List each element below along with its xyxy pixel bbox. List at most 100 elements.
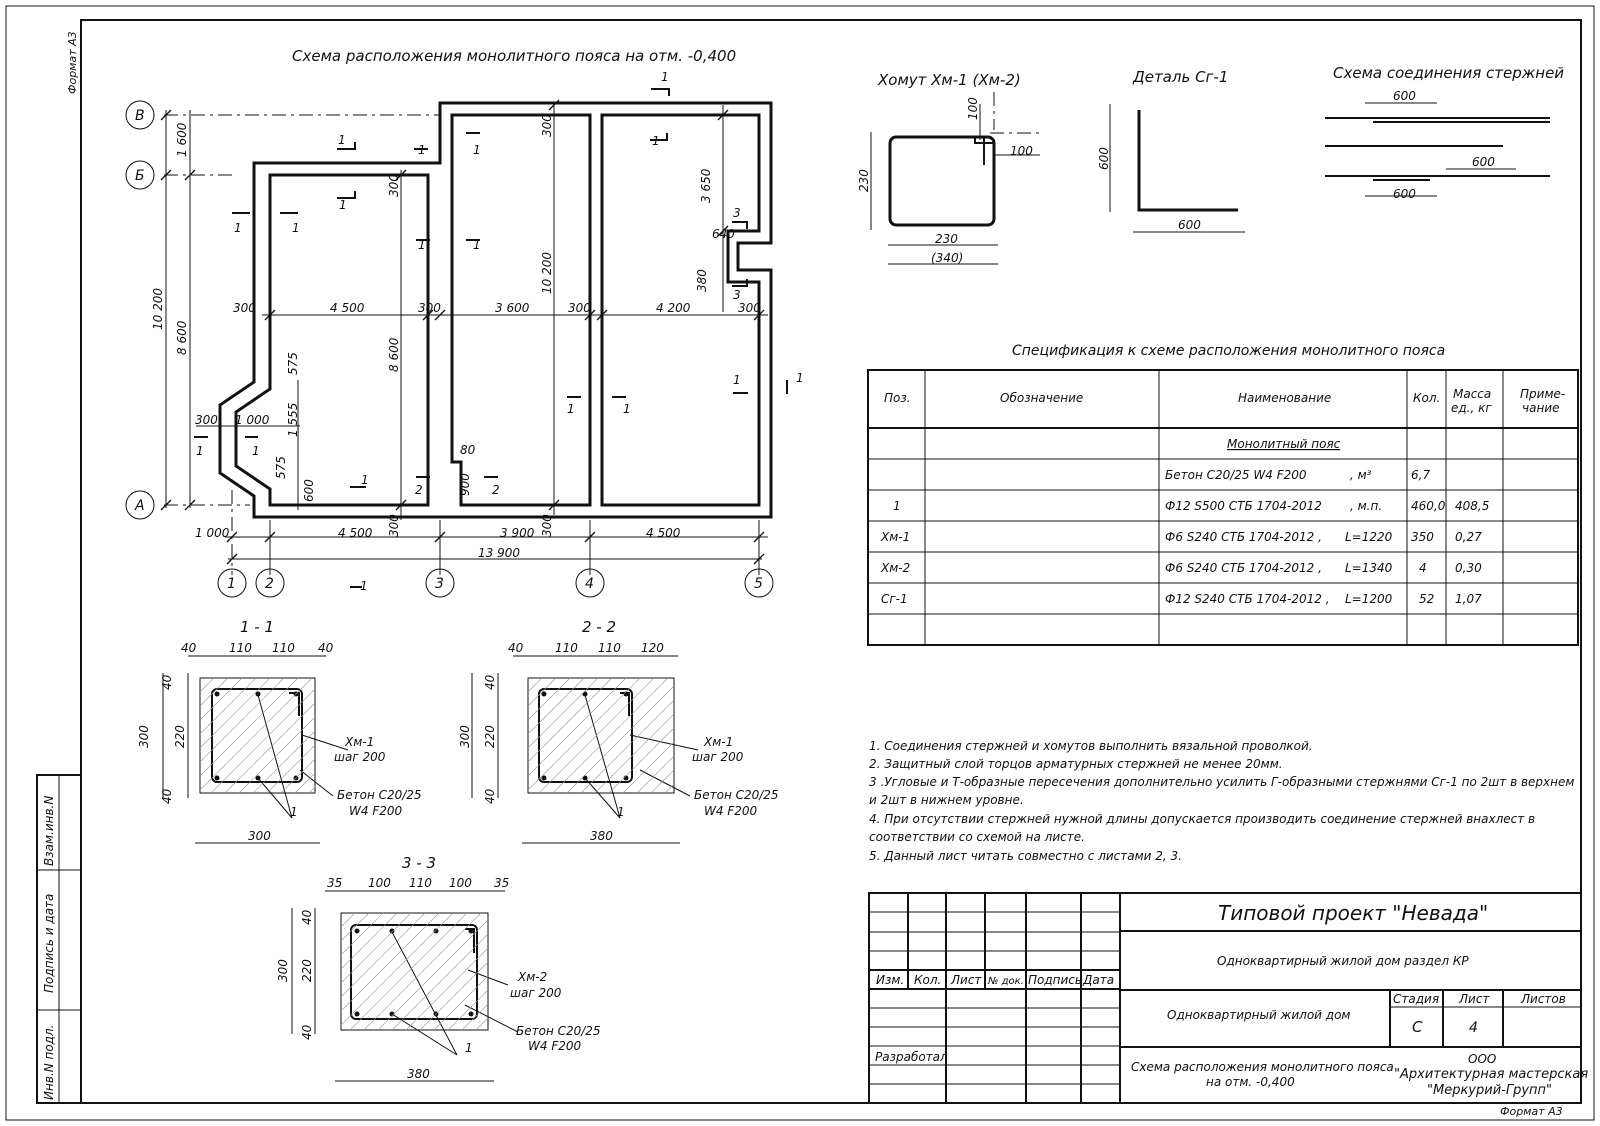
plan-dimensions: 1 600 8 600 10 200 300 4 500 300 3 600 3…: [151, 99, 768, 565]
svg-text:Подпись: Подпись: [1028, 973, 1082, 987]
concrete-hatch-line: [238, 716, 316, 794]
spec-cell-pos: Сг-1: [881, 592, 908, 606]
svg-text:100: 100: [1010, 144, 1033, 158]
concrete-hatch-line: [419, 961, 489, 1031]
concrete-hatch-line: [527, 677, 641, 791]
spec-cell-extra: L=1220: [1345, 530, 1393, 544]
side-label-inv: Инв.N подл.: [42, 1025, 56, 1100]
concrete-hatch-line: [340, 912, 412, 984]
svg-text:110: 110: [555, 641, 578, 655]
dim-300-bot-a: 300: [387, 514, 401, 537]
concrete-hatch-line: [664, 783, 675, 794]
note-4: 4. При отсутствии стержней нужной длины …: [869, 812, 1535, 826]
axis-label-2: 2: [265, 576, 274, 592]
svg-text:1: 1: [292, 221, 300, 235]
svg-text:1: 1: [733, 373, 741, 387]
svg-text:1: 1: [339, 198, 347, 212]
svg-text:1: 1: [796, 371, 804, 385]
joint-detail: 600 600 600: [1325, 89, 1550, 201]
concrete-hatch-line: [294, 772, 316, 794]
concrete-hatch-line: [527, 677, 557, 707]
svg-text:шаг 200: шаг 200: [334, 750, 386, 764]
svg-text:40: 40: [300, 909, 314, 925]
dim-80: 80: [460, 443, 476, 457]
concrete-hatch-line: [199, 677, 313, 791]
sheet-number: 4: [1469, 1020, 1478, 1036]
dim-575-top: 575: [286, 352, 300, 375]
format-label-top: Формат А3: [66, 31, 79, 94]
spec-cell-mass: 1,07: [1455, 592, 1482, 606]
svg-text:220: 220: [173, 725, 187, 748]
svg-text:1: 1: [473, 143, 481, 157]
dim-640: 640: [712, 227, 735, 241]
dim-4500-bottom-b: 4 500: [646, 526, 681, 540]
title-block: Изм. Кол. Лист № док. Подпись Дата Разра…: [868, 892, 1588, 1104]
org-line-2: "Архитектурная мастерская: [1394, 1067, 1588, 1082]
note-5: 5. Данный лист читать совместно с листам…: [869, 849, 1182, 863]
svg-text:Бетон С20/25: Бетон С20/25: [694, 788, 779, 802]
svg-text:600: 600: [1393, 89, 1416, 103]
svg-text:1: 1: [361, 473, 369, 487]
svg-text:600: 600: [1393, 187, 1416, 201]
concrete-hatch-line: [199, 677, 229, 707]
svg-text:35: 35: [327, 876, 342, 890]
concrete-hatch-line: [210, 688, 316, 794]
axis-label-A: А: [134, 498, 145, 514]
note-3: 3 .Угловые и Т-образные пересечения допо…: [869, 775, 1574, 789]
svg-text:120: 120: [641, 641, 664, 655]
svg-text:1: 1: [234, 221, 242, 235]
concrete-hatch-line: [340, 912, 454, 1026]
concrete-hatch-line: [340, 912, 398, 970]
concrete-hatch-line: [199, 677, 271, 749]
concrete-hatch-line: [538, 677, 655, 794]
axis-marker-5: [744, 568, 774, 598]
svg-text:600: 600: [1178, 218, 1201, 232]
svg-text:Лист: Лист: [1458, 992, 1490, 1006]
svg-text:2: 2: [415, 483, 423, 497]
dim-1000-left: 1 000: [235, 413, 270, 427]
clamp-title: Хомут Хм-1 (Хм-2): [877, 71, 1021, 89]
concrete-hatch-line: [461, 1003, 489, 1031]
svg-text:40: 40: [160, 788, 174, 804]
dim-380: 380: [695, 269, 709, 292]
svg-text:шаг 200: шаг 200: [692, 750, 744, 764]
joint-title: Схема соединения стержней: [1333, 64, 1564, 82]
svg-text:300: 300: [248, 829, 271, 843]
dim-300-top-a: 300: [387, 174, 401, 197]
svg-text:600: 600: [1472, 155, 1495, 169]
svg-text:шаг 200: шаг 200: [510, 986, 562, 1000]
svg-text:100: 100: [449, 876, 472, 890]
spec-header-designation: Обозначение: [1000, 391, 1083, 405]
spec-cell-name: Бетон С20/25 W4 F200: [1165, 468, 1307, 482]
svg-text:100: 100: [368, 876, 391, 890]
spec-table: Поз. Обозначение Наименование Кол. Масса…: [867, 369, 1579, 646]
dim-10200-left: 10 200: [151, 288, 165, 330]
spec-cell-mass: 408,5: [1455, 499, 1489, 513]
plan-walls: [218, 101, 773, 519]
spec-cell-extra: L=1200: [1345, 592, 1393, 606]
axis-marker-3: [425, 568, 455, 598]
svg-text:40: 40: [160, 674, 174, 690]
dim-8600-mid: 8 600: [387, 337, 401, 372]
concrete-hatch-line: [199, 677, 257, 735]
concrete-hatch-line: [377, 919, 489, 1031]
svg-text:40: 40: [483, 674, 497, 690]
dim-300-b: 300: [418, 301, 441, 315]
spec-cell-qty: 350: [1411, 530, 1434, 544]
concrete-hatch-line: [447, 989, 489, 1031]
svg-text:Хм-1: Хм-1: [703, 735, 733, 749]
svg-text:1: 1: [196, 444, 204, 458]
svg-text:Хм-1: Хм-1: [344, 735, 374, 749]
svg-text:35: 35: [494, 876, 509, 890]
spec-cell-qty: 460,0: [1411, 499, 1446, 513]
concrete-hatch-line: [308, 786, 316, 794]
stage-value: С: [1412, 1018, 1423, 1036]
spec-cell-pos: 1: [893, 499, 901, 513]
concrete-hatch-line: [266, 744, 316, 794]
spec-cell-qty: 52: [1419, 592, 1434, 606]
spec-header-name: Наименование: [1238, 391, 1331, 405]
dim-4500-top: 4 500: [330, 301, 365, 315]
spec-cell-mass: 0,27: [1455, 530, 1482, 544]
axis-label-Б: Б: [135, 168, 145, 184]
